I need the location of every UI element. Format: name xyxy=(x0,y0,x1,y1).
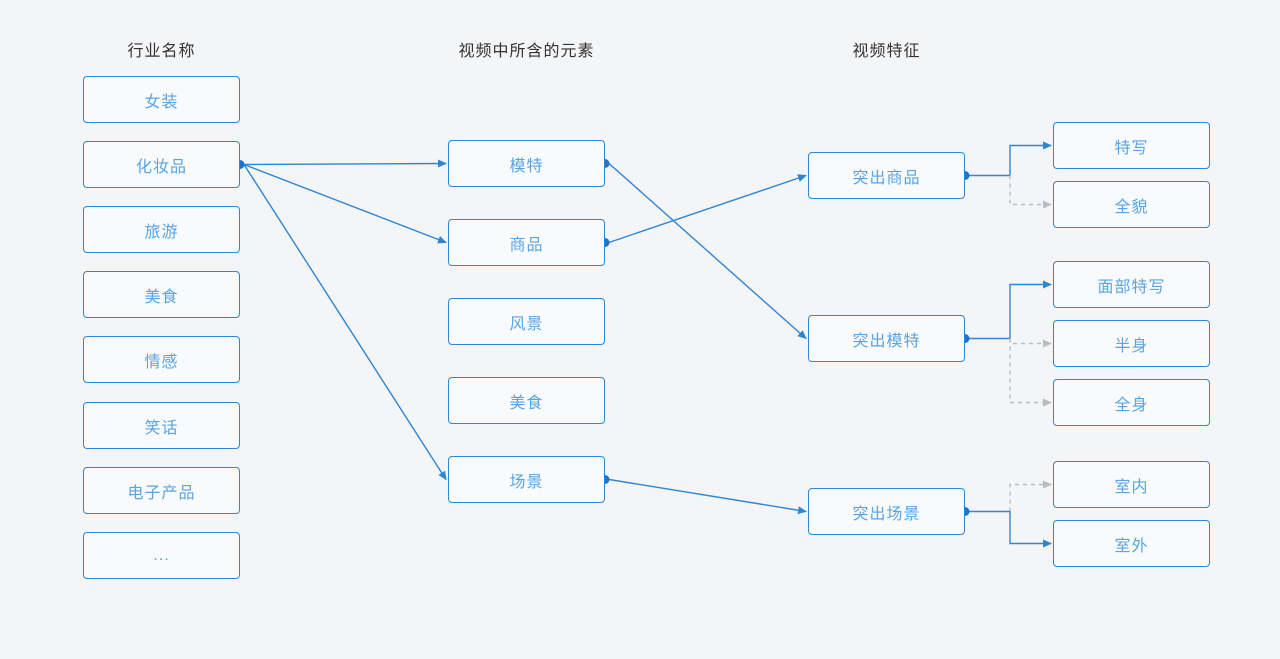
node-industry-travel: 旅游 xyxy=(83,206,240,253)
dashed-connector xyxy=(1009,480,1052,512)
dashed-connector xyxy=(1009,338,1052,348)
node-element-scene: 场景 xyxy=(448,456,605,503)
node-element-product: 商品 xyxy=(448,219,605,266)
solid-connector xyxy=(243,159,447,168)
node-industry-jokes: 笑话 xyxy=(83,402,240,449)
solid-connector xyxy=(608,162,807,340)
dashed-connector xyxy=(1009,338,1052,407)
node-industry-womens-clothing: 女装 xyxy=(83,76,240,123)
node-feature-highlight-model: 突出模特 xyxy=(808,315,965,362)
node-detail-outdoor: 室外 xyxy=(1053,520,1210,567)
node-feature-highlight-product: 突出商品 xyxy=(808,152,965,199)
node-element-scenery: 风景 xyxy=(448,298,605,345)
node-industry-electronics: 电子产品 xyxy=(83,467,240,514)
column-header-industry: 行业名称 xyxy=(127,43,196,60)
node-detail-face-close-up: 面部特写 xyxy=(1053,261,1210,308)
node-industry-more: ... xyxy=(83,532,240,579)
node-detail-close-up: 特写 xyxy=(1053,122,1210,169)
node-industry-cosmetics: 化妆品 xyxy=(83,141,240,188)
column-header-features: 视频特征 xyxy=(852,43,921,60)
solid-connector xyxy=(965,141,1052,177)
solid-connector xyxy=(608,174,807,244)
node-detail-full-body: 全身 xyxy=(1053,379,1210,426)
node-element-food: 美食 xyxy=(448,377,605,424)
solid-connector xyxy=(243,164,447,481)
node-feature-highlight-scene: 突出场景 xyxy=(808,488,965,535)
column-header-elements: 视频中所含的元素 xyxy=(458,43,595,60)
node-detail-indoor: 室内 xyxy=(1053,461,1210,508)
node-industry-food: 美食 xyxy=(83,271,240,318)
solid-connector xyxy=(965,280,1052,340)
dashed-connector xyxy=(1009,175,1052,209)
solid-connector xyxy=(608,478,807,515)
solid-connector xyxy=(965,510,1052,548)
node-detail-half-body: 半身 xyxy=(1053,320,1210,367)
node-industry-emotion: 情感 xyxy=(83,336,240,383)
solid-connector xyxy=(243,163,447,244)
node-detail-full-view: 全貌 xyxy=(1053,181,1210,228)
node-element-model: 模特 xyxy=(448,140,605,187)
